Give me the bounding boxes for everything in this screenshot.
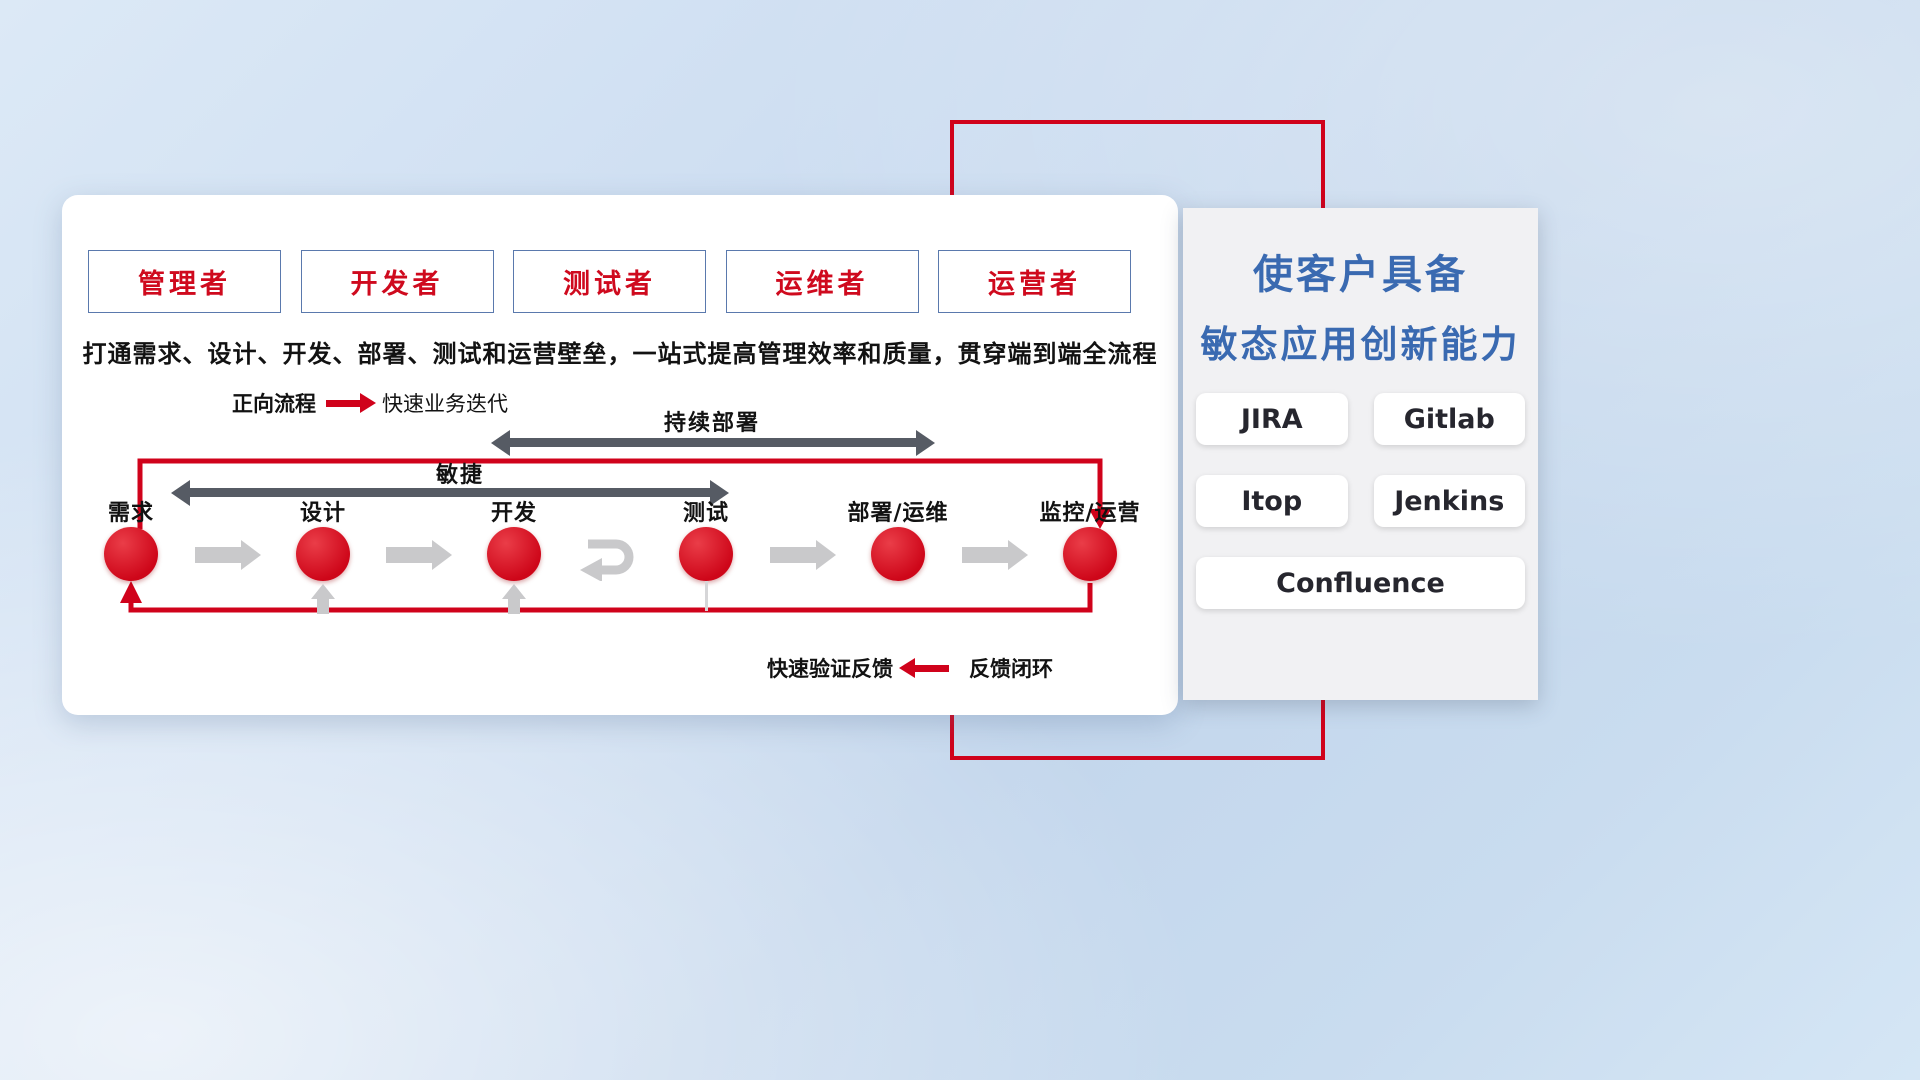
flow-arrow-icon — [962, 547, 1008, 563]
feedback-up-arrow-icon — [502, 584, 526, 614]
panel-description: 打通需求、设计、开发、部署、测试和运营壁垒，一站式提高管理效率和质量，贯穿端到端… — [82, 340, 1158, 368]
legend-forward: 正向流程 快速业务迭代 — [232, 388, 508, 418]
role-box-developer: 开发者 — [300, 250, 494, 313]
stage-circle-icon — [679, 527, 733, 581]
role-label: 管理者 — [138, 269, 231, 300]
role-label: 运维者 — [775, 269, 869, 300]
stage-label: 监控/运营 — [1039, 501, 1141, 526]
agile-label: 敏捷 — [435, 463, 484, 488]
forward-flow-text: 快速业务迭代 — [382, 392, 508, 416]
stage-label: 需求 — [107, 501, 154, 526]
feedback-connector-line — [705, 581, 708, 611]
continuous-deploy-label: 持续部署 — [663, 411, 760, 436]
tools-grid: JIRA Gitlab Itop Jenkins Confluence — [1196, 393, 1525, 609]
capability-title-line1: 使客户具备 — [1253, 252, 1468, 298]
stage-circle-icon — [871, 527, 925, 581]
feedback-arrow-icon — [915, 664, 949, 672]
stage-development: 开发 — [444, 495, 584, 581]
stage-testing: 测试 — [636, 495, 776, 581]
stage-circle-icon — [104, 527, 158, 581]
legend-feedback: 快速验证反馈 反馈闭环 — [767, 653, 1053, 683]
stage-circle-icon — [1063, 527, 1117, 581]
stage-circle-icon — [487, 527, 541, 581]
flow-arrow-icon — [770, 547, 816, 563]
devops-flow-panel: 管理者 开发者 测试者 运维者 运营者 打通需求、设计、开发、部署、测试和运营壁… — [62, 195, 1178, 715]
tool-jira: JIRA — [1196, 393, 1348, 445]
capability-title-line2: 敏态应用创新能力 — [1200, 323, 1521, 366]
feedback-text: 快速验证反馈 — [767, 657, 893, 681]
tool-confluence: Confluence — [1196, 557, 1525, 609]
tool-jenkins: Jenkins — [1373, 475, 1525, 527]
roles-row: 管理者 开发者 测试者 运维者 运营者 — [88, 250, 1131, 313]
tool-itop: Itop — [1196, 475, 1348, 527]
stage-circle-icon — [296, 527, 350, 581]
stage-label: 开发 — [490, 501, 537, 526]
flow-arrow-icon — [195, 547, 241, 563]
iteration-arrow-icon — [580, 539, 634, 581]
stage-monitor-operations: 监控/运营 — [1020, 495, 1160, 581]
stage-label: 设计 — [299, 501, 346, 526]
flow-arrow-icon — [386, 547, 432, 563]
feedback-loop-label: 反馈闭环 — [969, 657, 1053, 681]
flow-diagram: 持续部署 敏捷 需求 设计 开发 测试 部署/运维 — [62, 195, 1178, 715]
feedback-loop-lines — [120, 458, 1111, 613]
stage-label: 部署/运维 — [847, 501, 949, 526]
feedback-up-arrow-icon — [311, 584, 335, 614]
role-box-operator: 运营者 — [938, 250, 1131, 313]
role-box-ops: 运维者 — [725, 250, 919, 313]
agile-double-arrow-icon — [190, 488, 710, 497]
stage-label: 测试 — [682, 501, 729, 526]
stage-deploy-ops: 部署/运维 — [828, 495, 968, 581]
role-label: 运营者 — [988, 269, 1081, 300]
tool-gitlab: Gitlab — [1373, 393, 1525, 445]
forward-flow-label: 正向流程 — [232, 392, 316, 416]
role-box-manager: 管理者 — [88, 250, 281, 313]
forward-arrow-icon — [326, 399, 360, 407]
role-label: 测试者 — [563, 269, 656, 300]
role-box-tester: 测试者 — [513, 250, 706, 313]
continuous-deploy-double-arrow-icon — [510, 438, 916, 447]
capability-panel: 使客户具备 敏态应用创新能力 JIRA Gitlab Itop Jenkins … — [1183, 208, 1538, 700]
stage-design: 设计 — [253, 495, 393, 581]
role-label: 开发者 — [350, 269, 444, 300]
stage-requirements: 需求 — [61, 495, 201, 581]
